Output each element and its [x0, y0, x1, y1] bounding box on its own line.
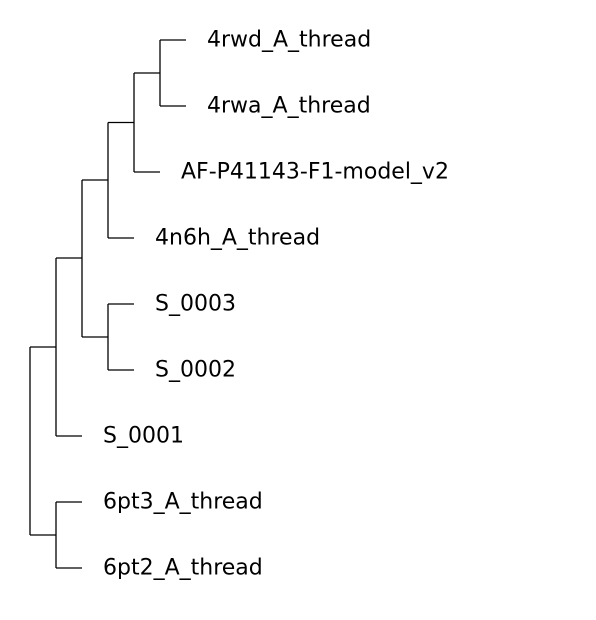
leaf-label-s-0002: S_0002 — [155, 358, 236, 383]
leaf-label-4rwd-a-thread: 4rwd_A_thread — [207, 28, 371, 53]
tree-branches — [29, 39, 186, 569]
leaf-label-4n6h-a-thread: 4n6h_A_thread — [155, 226, 320, 251]
leaf-label-6pt2-a-thread: 6pt2_A_thread — [103, 556, 263, 581]
leaf-label-s-0001: S_0001 — [103, 424, 184, 449]
leaf-label-6pt3-a-thread: 6pt3_A_thread — [103, 490, 263, 515]
leaf-label-s-0003: S_0003 — [155, 292, 236, 317]
leaf-label-4rwa-a-thread: 4rwa_A_thread — [207, 94, 371, 119]
leaf-labels: 4rwd_A_thread 4rwa_A_thread AF-P41143-F1… — [103, 28, 449, 581]
leaf-label-af-p41143-f1-model-v2: AF-P41143-F1-model_v2 — [181, 160, 449, 185]
